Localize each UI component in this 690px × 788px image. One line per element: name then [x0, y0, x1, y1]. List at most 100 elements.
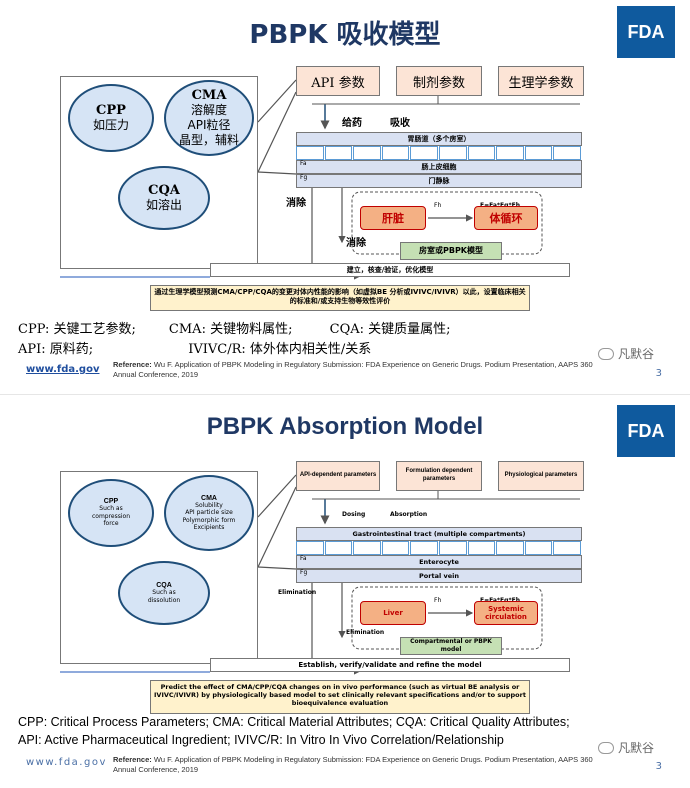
gi-cell [353, 541, 381, 555]
fda-logo: FDA [617, 405, 675, 457]
baseline-rule [60, 276, 210, 278]
compartmental-model-box: 房室或PBPK模型 [400, 242, 502, 260]
cma-heading: CMA [191, 88, 227, 103]
liver-box: Liver [360, 601, 426, 625]
gi-cell [553, 541, 581, 555]
fda-website-link[interactable]: www.fda.gov [26, 364, 100, 375]
physiological-params-box: Physiological parameters [498, 461, 584, 491]
reference-text: Reference: Wu F. Application of PBPK Mod… [113, 360, 613, 380]
dosing-label: Dosing [342, 511, 366, 518]
fda-website-link[interactable]: www.fda.gov [26, 757, 107, 768]
gi-cell [467, 146, 496, 160]
absorption-label: Absorption [390, 511, 428, 518]
gi-cell [324, 541, 353, 555]
gi-cell [353, 146, 381, 160]
bioavailability-formula: F=Fa*Fg*Fh [480, 202, 520, 209]
cqa-heading: CQA [148, 183, 180, 198]
gi-cell [524, 146, 553, 160]
gi-cell [467, 541, 496, 555]
reference-citation: Wu F. Application of PBPK Modeling in Re… [113, 755, 593, 775]
watermark-text: 凡默谷 [617, 741, 654, 755]
gi-cell [324, 146, 353, 160]
cpp-heading: CPP [96, 103, 126, 118]
cma-ellipse: CMA 溶解度 API粒径 晶型，辅料 [164, 80, 254, 156]
gi-tract-band: Gastrointestinal tract (multiple compart… [296, 527, 582, 541]
api-params-box: API-dependent parameters [296, 461, 380, 491]
gi-cell [381, 146, 410, 160]
abbreviations-line-2: API: Active Pharmaceutical Ingredient; I… [18, 733, 504, 747]
portal-vein-band: Portal vein [296, 569, 582, 583]
cma-line-1: Solubility [195, 501, 223, 509]
wechat-icon [597, 347, 614, 360]
abbreviations-line-2: API: 原料药; IVIVC/R: 体外体内相关性/关系 [18, 342, 372, 357]
dosing-label: 给药 [342, 118, 362, 129]
baseline-rule [60, 671, 210, 673]
cpp-body: 如压力 [92, 118, 129, 132]
gi-cell [296, 541, 324, 555]
gi-cell [496, 146, 524, 160]
slide-title: PBPK 吸收模型 [249, 20, 441, 50]
systemic-circulation-box: 体循环 [474, 206, 538, 230]
diagram-arrows [119, 79, 580, 280]
slide-english: PBPK Absorption Model FDA CPP Such as co… [0, 394, 690, 788]
gi-cell [296, 146, 324, 160]
pbpk-diagram: CPP Such as compression force CMA Solubi… [60, 457, 600, 714]
page-number: 3 [655, 761, 662, 772]
cpp-ellipse: CPP 如压力 [68, 84, 154, 152]
fg-label: Fg [300, 569, 308, 576]
abbreviations-line-1: CPP: Critical Process Parameters; CMA: C… [18, 715, 570, 729]
gi-cell [438, 146, 467, 160]
reference-label: Reference: [113, 360, 152, 369]
cqa-ellipse: CQA Such as dissolution [118, 561, 210, 625]
watermark: 凡默谷 [597, 739, 654, 756]
cma-ellipse: CMA Solubility API particle size Polymor… [164, 475, 254, 551]
absorption-label: 吸收 [390, 118, 410, 129]
gi-cell [524, 541, 553, 555]
cma-line-3: 晶型，辅料 [178, 133, 239, 147]
cma-line-2: API particle size [185, 509, 233, 516]
elimination-label-2: 消除 [346, 238, 366, 249]
gi-compartments [296, 146, 582, 160]
predict-box: 通过生理学模型预测CMA/CPP/CQA的变更对体内性能的影响（如虚拟BE 分析… [150, 285, 530, 311]
cqa-body: Such as dissolution [147, 589, 181, 604]
gi-tract-band: 胃肠道（多个房室） [296, 132, 582, 146]
enterocyte-band: 肠上皮细胞 [296, 160, 582, 174]
enterocyte-band: Enterocyte [296, 555, 582, 569]
elimination-label-1: 消除 [286, 198, 306, 209]
gi-cell [381, 541, 410, 555]
cma-line-2: API粒径 [187, 118, 231, 132]
fh-label: Fh [434, 597, 442, 604]
gi-cell [553, 146, 581, 160]
slide-chinese: PBPK 吸收模型 FDA CPP 如压力 CMA [18, 6, 675, 380]
compartmental-model-box: Compartmental or PBPK model [400, 637, 502, 655]
watermark: 凡默谷 [597, 345, 654, 362]
fa-label: Fa [300, 555, 307, 562]
elimination-label-2: Elimination [346, 629, 385, 636]
cqa-heading: CQA [156, 582, 172, 589]
watermark-text: 凡默谷 [617, 347, 654, 361]
establish-model-box: 建立，核查/验证，优化模型 [210, 263, 570, 277]
cma-line-3: Polymorphic form Excipients [182, 516, 236, 532]
systemic-circulation-box: Systemic circulation [474, 601, 538, 625]
cma-line-1: 溶解度 [190, 103, 227, 117]
establish-model-box: Establish, verify/validate and refine th… [210, 658, 570, 672]
cpp-body: Such as compression force [91, 505, 131, 528]
fh-label: Fh [434, 202, 442, 209]
gi-cell [496, 541, 524, 555]
formulation-params-box: Formulation dependent parameters [396, 461, 482, 491]
api-params-box: API 参数 [296, 66, 380, 96]
wechat-icon [597, 741, 614, 754]
cpp-heading: CPP [103, 498, 119, 506]
fda-logo: FDA [617, 6, 675, 58]
pbpk-diagram: CPP 如压力 CMA 溶解度 API粒径 晶型，辅料 CQA 如溶出 API … [60, 62, 600, 312]
liver-box: 肝脏 [360, 206, 426, 230]
portal-vein-band: 门静脉 [296, 174, 582, 188]
gi-compartments [296, 541, 582, 555]
fg-label: Fg [300, 174, 308, 181]
page-number: 3 [655, 368, 662, 379]
slide-title: PBPK Absorption Model [206, 413, 484, 440]
reference-label: Reference: [113, 755, 152, 764]
formulation-params-box: 制剂参数 [396, 66, 482, 96]
gi-cell [410, 541, 438, 555]
cqa-ellipse: CQA 如溶出 [118, 166, 210, 230]
